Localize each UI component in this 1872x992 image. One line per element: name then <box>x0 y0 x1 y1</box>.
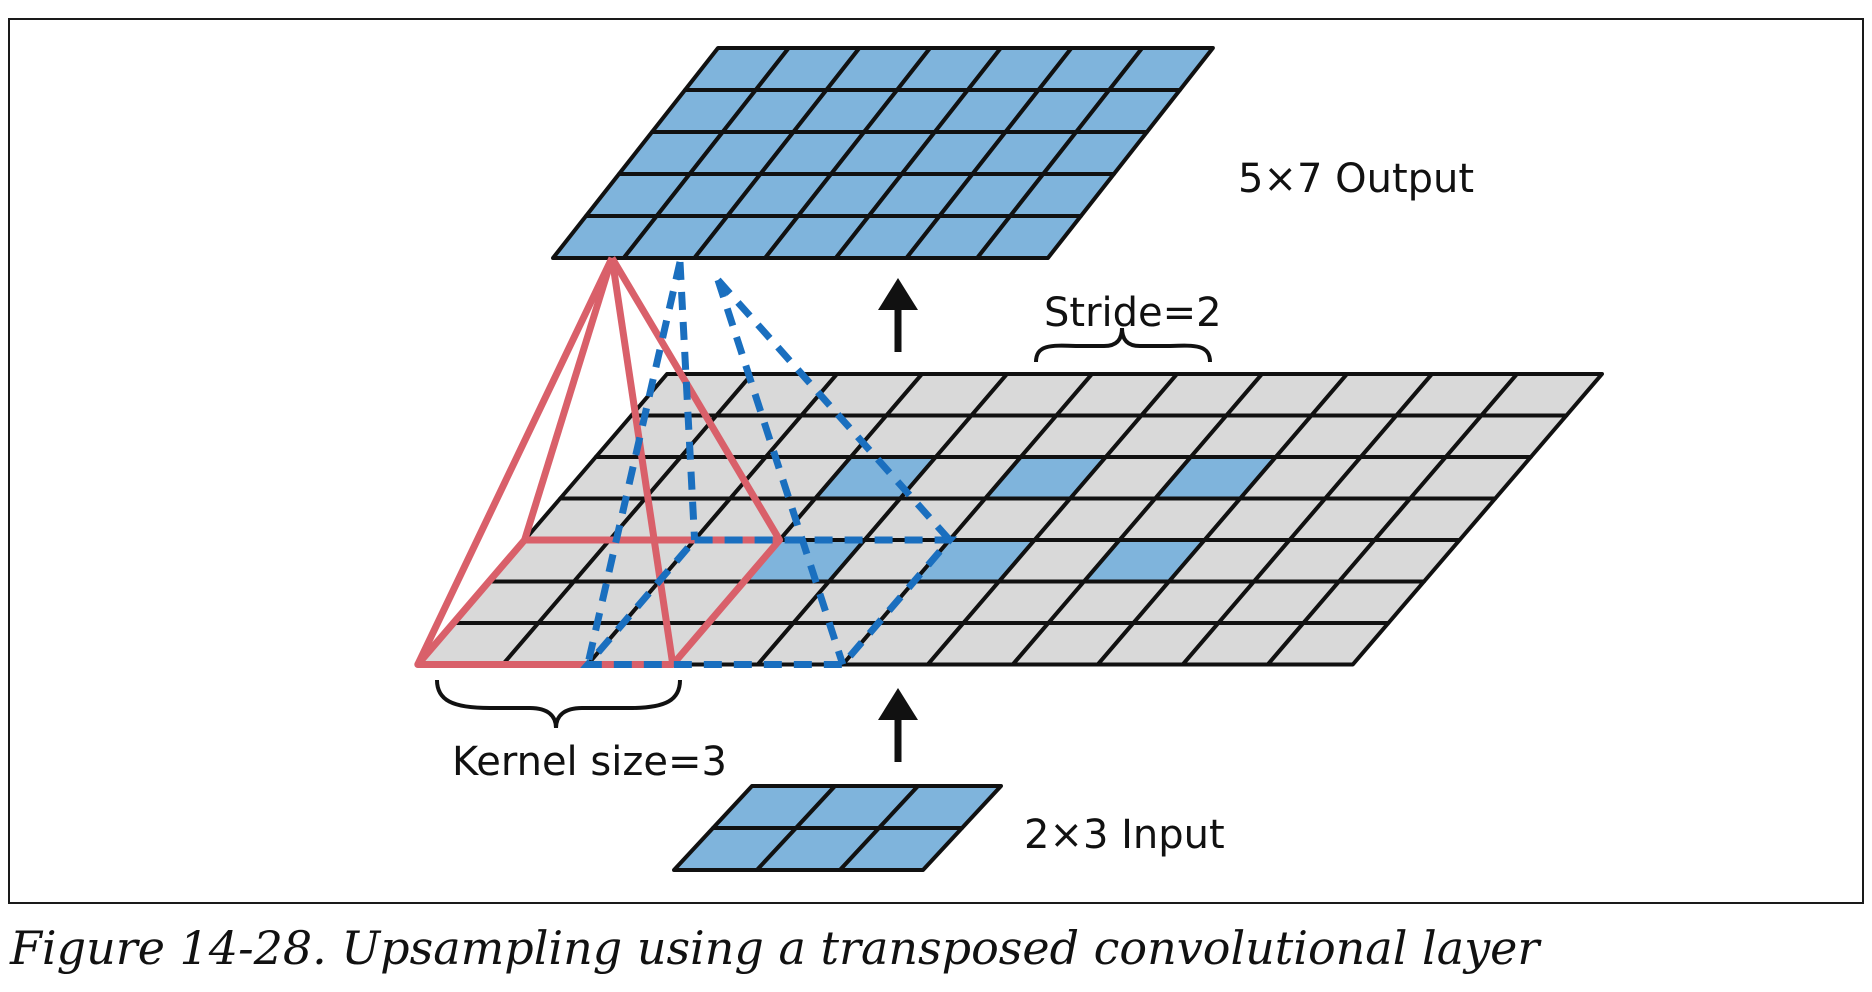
figure-caption: Figure 14-28. Upsampling using a transpo… <box>10 921 1540 975</box>
intermediate-cell <box>1265 621 1391 667</box>
kernel-blue-edge <box>714 278 847 666</box>
output-cell <box>975 214 1083 260</box>
upsample-arrow-top <box>878 278 918 352</box>
stride-brace <box>1034 327 1212 363</box>
kernel-blue-square <box>580 536 958 668</box>
kernel-blue-edge <box>584 261 684 666</box>
kernel-brace <box>435 679 682 729</box>
kernel-red-edge <box>608 256 783 542</box>
input-grid <box>672 784 1003 872</box>
input-cell <box>838 826 964 872</box>
input-label: 2×3 Input <box>1024 812 1225 858</box>
intermediate-grid <box>415 372 1604 667</box>
output-label: 5×7 Output <box>1238 156 1474 202</box>
output-grid <box>551 46 1215 260</box>
kernel-red-edge <box>521 256 616 542</box>
kernel-blue-edge <box>676 261 699 541</box>
kernel-red-edge <box>608 257 677 666</box>
upsample-arrow-bottom <box>878 688 918 762</box>
kernel-projection <box>414 256 958 668</box>
kernel-red-edge <box>414 256 616 667</box>
kernel-label: Kernel size=3 <box>452 739 727 785</box>
stride-label: Stride=2 <box>1044 290 1222 336</box>
